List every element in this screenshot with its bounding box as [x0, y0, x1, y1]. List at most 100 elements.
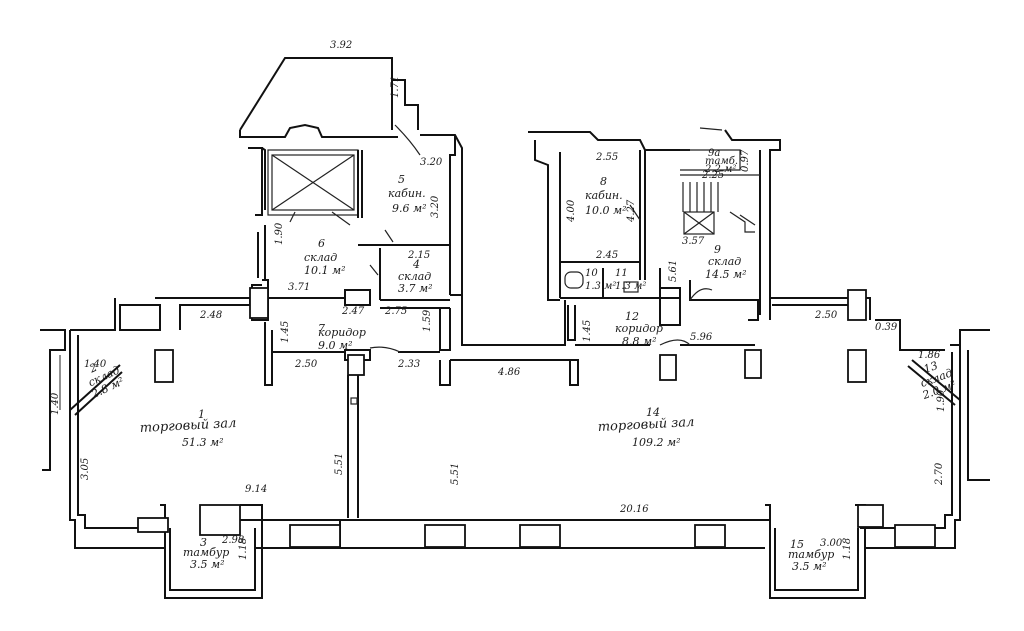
dim-corridor7-left: 1.45: [280, 321, 291, 343]
room-9a-name: тамб.: [705, 156, 738, 167]
upper-left-block: [239, 57, 463, 386]
dim-storage2-b: 1.40: [50, 392, 61, 415]
room-6-number: 6: [318, 237, 325, 250]
dim-room4-bottom-a: 2.47: [341, 306, 365, 317]
room-1-name: торговый зал: [139, 416, 236, 436]
dim-hall1-left-top: 2.48: [199, 310, 222, 321]
dim-room10-side: 5.61: [668, 260, 679, 282]
dim-annex-width: 3.92: [330, 40, 352, 51]
piers: [137, 287, 936, 548]
dim-storage2-a: 1.40: [84, 359, 107, 370]
dim-hall14-right: 2.70: [934, 462, 945, 486]
room-10-area: 1.3 м²: [585, 281, 616, 292]
room-15-area: 3.5 м²: [792, 560, 827, 573]
dim-room8-top: 2.55: [595, 152, 618, 163]
dim-storage13-b: 1.90: [936, 389, 947, 412]
room-13-label: 13 склад 2.0 м²: [919, 359, 958, 402]
room-7-area: 9.0 м²: [318, 339, 353, 352]
dim-room12-right: 5.96: [690, 332, 713, 343]
room-7-label: 7 коридор 9.0 м²: [318, 322, 366, 352]
room-11-area: 1.3 м²: [615, 281, 646, 292]
upper-right-block: [528, 127, 781, 346]
room-11-number: 11: [615, 268, 628, 279]
dim-hall14-bottom: 20.16: [619, 504, 649, 515]
room-8-label: 8 кабин. 10.0 м²: [585, 175, 627, 217]
dim-room12-left: 1.45: [582, 320, 593, 342]
room-6-label: 6 склад 10.1 м²: [304, 237, 346, 277]
outer-walls: [40, 297, 990, 599]
room-14-number: 14: [646, 406, 660, 419]
room-14-name: торговый зал: [597, 415, 694, 435]
room-9-number: 9: [714, 243, 721, 256]
room-labels: 1 торговый зал 51.3 м² 2 склад 2.8 м² 3 …: [86, 148, 958, 573]
dim-room5-side: 3.20: [430, 195, 441, 218]
central-structure: [347, 294, 579, 518]
storage-partitions: [59, 355, 961, 416]
room-11-label: 11 1.3 м²: [615, 268, 646, 292]
room-9a-area: 2.2 м²: [704, 164, 736, 175]
room-8-area: 10.0 м²: [585, 204, 627, 217]
dim-vest3-b: 1.18: [238, 538, 249, 560]
room-15-name: тамбур: [788, 548, 834, 561]
room-7-name: коридор: [318, 326, 366, 339]
room-4-name: склад: [398, 270, 431, 283]
room-1-label: 1 торговый зал 51.3 м²: [139, 408, 236, 449]
room-15-label: 15 тамбур 3.5 м²: [788, 538, 834, 573]
room-5-label: 5 кабин. 9.6 м²: [388, 173, 427, 215]
room-9-label: 9 склад 14.5 м²: [705, 243, 747, 281]
room-1-area: 51.3 м²: [182, 436, 224, 449]
dim-vest15-b: 1.18: [842, 538, 853, 560]
dimension-labels: 3.92 1.71 3.20 3.20 1.90 3.71 2.15 2.47 …: [50, 40, 947, 560]
dim-gap-width: 4.86: [497, 367, 521, 378]
room-5-area: 9.6 м²: [392, 202, 427, 215]
room-14-label: 14 торговый зал 109.2 м²: [597, 406, 694, 449]
room-1-number: 1: [198, 408, 205, 421]
dim-room8-right: 4.27: [626, 199, 637, 223]
dim-room9-bottom: 3.57: [682, 236, 705, 247]
dim-hall14-corner: 0.39: [875, 322, 898, 333]
dim-room6-side: 1.90: [274, 222, 285, 245]
dim-room8-left: 4.00: [566, 199, 577, 223]
room-5-number: 5: [398, 173, 405, 186]
dim-hall14-top-right: 2.50: [814, 310, 838, 321]
room-9-area: 14.5 м²: [705, 268, 747, 281]
dim-vest15-a: 3.00: [820, 538, 843, 549]
dim-hall1-left: 3.05: [80, 458, 91, 480]
room-3-area: 3.5 м²: [190, 558, 225, 571]
room-8-name: кабин.: [585, 189, 623, 202]
dim-room4-top: 2.15: [407, 250, 430, 261]
room-7-number: 7: [318, 322, 325, 335]
room-13-number: 13: [922, 359, 940, 376]
dim-room6-bottom: 3.71: [288, 282, 310, 293]
dim-corridor7-bottom-a: 2.50: [294, 359, 318, 370]
dim-room9-top: 2.25: [701, 170, 724, 181]
room-4-number: 4: [412, 258, 420, 271]
dim-storage13-a: 1.86: [918, 350, 941, 361]
dim-room4-bottom-b: 2.75: [384, 306, 407, 317]
dim-room5-top: 3.20: [420, 157, 443, 168]
room-10-label: 10 1.3 м²: [585, 268, 616, 292]
room-12-label: 12 коридор 8.8 м²: [615, 310, 663, 348]
room-9a-number: 9а: [708, 148, 720, 159]
dim-hall14-left: 5.51: [450, 463, 461, 485]
room-8-number: 8: [600, 175, 607, 188]
room-4-label: 4 склад 3.7 м²: [398, 258, 433, 295]
dim-corridor7-right: 1.59: [422, 309, 433, 332]
room-3-number: 3: [200, 536, 207, 549]
room-9a-label: 9а тамб. 2.2 м²: [704, 148, 738, 175]
room-4-area: 3.7 м²: [398, 282, 433, 295]
room-6-area: 10.1 м²: [304, 264, 346, 277]
dim-annex-side: 1.71: [390, 76, 401, 98]
room-3-label: 3 тамбур 3.5 м²: [183, 536, 229, 571]
room-14-area: 109.2 м²: [632, 436, 681, 449]
room-3-name: тамбур: [183, 546, 229, 559]
dim-room8-bottom: 2.45: [595, 250, 618, 261]
room-5-name: кабин.: [388, 187, 426, 200]
room-12-number: 12: [625, 310, 639, 323]
room-15-number: 15: [790, 538, 804, 551]
dim-hall1-bottom: 9.14: [245, 484, 267, 495]
room-12-name: коридор: [615, 322, 663, 335]
room-12-area: 8.8 м²: [622, 335, 657, 348]
dim-hall1-right: 5.51: [334, 453, 345, 475]
